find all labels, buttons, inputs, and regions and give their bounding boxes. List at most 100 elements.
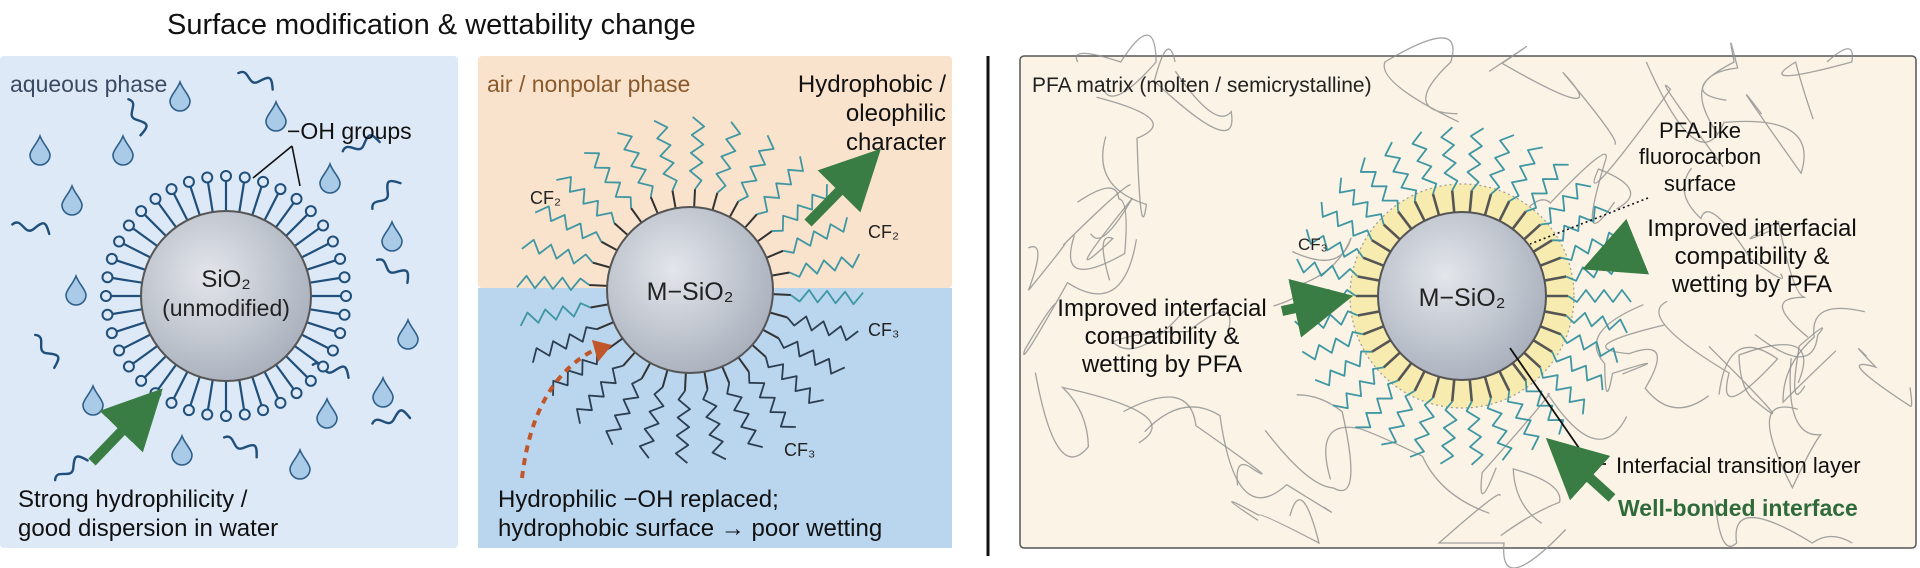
oh-ligand <box>275 202 295 228</box>
oh-ligand <box>285 213 309 237</box>
pfa-chain <box>1069 187 1127 270</box>
anchor-stalk <box>1511 210 1527 230</box>
oh-group-icon <box>149 387 162 400</box>
left-compatibility-line3: wetting by PFA <box>1081 351 1242 378</box>
anchor-stalk <box>1498 370 1511 392</box>
anchor-stalk <box>1523 351 1542 369</box>
anchor-stalk <box>649 196 659 214</box>
oh-group-icon <box>201 171 214 184</box>
anchor-stalk <box>766 249 784 259</box>
right-compatibility-line1: Improved interfacial <box>1647 215 1856 242</box>
oh-group-ligands <box>100 170 352 422</box>
anchor-stalk <box>1357 310 1380 317</box>
oh-ligand <box>157 364 177 390</box>
anchor-stalk <box>1468 379 1474 402</box>
anchor-stalk <box>1539 256 1562 267</box>
anchor-stalk <box>683 372 687 391</box>
oh-group-icon <box>105 327 118 340</box>
fluorocarbon-brush-chain <box>1539 367 1586 415</box>
water-droplet-icon <box>112 133 134 166</box>
oh-ligand <box>263 371 280 399</box>
pfa-chain <box>1023 239 1138 356</box>
cf2-left-label: CF₂ <box>530 188 561 208</box>
fluorocarbon-brush-chain <box>1320 201 1373 241</box>
anchor-stalk <box>1498 200 1511 222</box>
panel2-caption-line1: Hydrophilic −OH replaced; <box>498 486 779 513</box>
oh-group-icon <box>334 327 347 340</box>
fluorocarbon-brush-chain <box>1508 146 1543 202</box>
water-droplet-icon <box>289 447 311 480</box>
cf3-right-label: CF₃ <box>868 320 899 340</box>
oh-ligand <box>294 227 320 247</box>
anchor-stalk <box>1539 325 1562 336</box>
air-phase-label: air / nonpolar phase <box>487 71 690 97</box>
anchor-stalk <box>1357 275 1380 282</box>
water-droplet-icon <box>29 133 51 166</box>
oh-ligand <box>172 371 189 399</box>
water-droplet-icon <box>61 183 83 216</box>
replacement-arrowhead-icon <box>592 340 612 362</box>
anchor-stalk <box>661 369 669 388</box>
pfa-chain <box>1383 37 1459 123</box>
fluorocarbon-chain <box>516 274 590 291</box>
left-compatibility-line2: compatibility & <box>1085 323 1240 350</box>
panel1-caption-line2: good dispersion in water <box>18 515 278 542</box>
hydrophobic-label-line3: character <box>846 129 946 156</box>
water-squiggle <box>53 455 89 482</box>
fluorocarbon-brush-chain <box>1384 141 1418 202</box>
anchor-stalk <box>1362 256 1385 267</box>
fluorocarbon-chain <box>519 302 591 327</box>
oh-group-icon <box>290 387 303 400</box>
fluorocarbon-chain <box>756 156 804 216</box>
anchor-stalk <box>1371 239 1392 253</box>
anchor-stalk <box>1413 370 1426 392</box>
fluorocarbon-brush-chain <box>1439 400 1458 465</box>
oh-ligand <box>189 186 201 216</box>
fluorocarbon-surface-line2: fluorocarbon <box>1639 144 1761 169</box>
water-droplet-icon <box>397 317 419 350</box>
fluorocarbon-leader-line <box>1529 197 1649 245</box>
fluorocarbon-brush-chain <box>1525 163 1569 213</box>
hydrophobic-label-line1: Hydrophobic / <box>798 71 946 98</box>
pfa-chain <box>1781 48 1854 120</box>
fluorocarbon-brush-chain <box>1465 401 1484 466</box>
fluorocarbon-brush-chain <box>1565 311 1628 334</box>
fluorocarbon-chain <box>605 377 643 446</box>
anchor-stalk <box>600 240 618 252</box>
water-squiggle <box>33 333 60 370</box>
fluorocarbon-brush-chain <box>1381 390 1416 446</box>
left-compatibility-line1: Improved interfacial <box>1057 295 1266 322</box>
fluorocarbon-brush-chain <box>1567 289 1632 303</box>
oh-group-icon <box>220 170 232 182</box>
water-squiggle <box>375 258 410 285</box>
pfa-chain <box>1488 45 1617 145</box>
oh-ligand <box>112 308 143 316</box>
m-sio2-particle <box>606 206 774 374</box>
anchor-stalk <box>622 351 636 367</box>
hydrophobic-arrow-icon <box>804 148 882 227</box>
cf2-right-label: CF₂ <box>868 222 899 242</box>
oh-group-icon <box>135 205 148 218</box>
transition-layer-label: Interfacial transition layer <box>1616 453 1861 478</box>
oh-group-icon <box>122 219 135 232</box>
fluorocarbon-chain <box>534 205 603 243</box>
fluorocarbon-brush-chain <box>1305 229 1364 259</box>
oh-ligand <box>123 242 151 259</box>
anchor-stalk <box>671 190 677 209</box>
oh-ligand <box>251 186 263 216</box>
anchor-stalk <box>1450 379 1456 402</box>
fluorocarbon-brush-chain <box>1355 379 1399 429</box>
fluorocarbon-surface-line1: PFA-like <box>1659 118 1741 143</box>
oh-ligand <box>116 259 146 271</box>
water-molecule-squiggles <box>11 70 412 482</box>
oh-ligand <box>238 182 246 213</box>
pfa-chain <box>1605 324 1710 409</box>
anchor-stalk <box>1483 376 1493 399</box>
oh-group-icon <box>113 344 126 357</box>
anchor-stalk <box>703 371 709 390</box>
pfa-chain <box>1437 494 1567 568</box>
anchor-stalk <box>744 213 758 229</box>
fluorocarbon-brush-chain <box>1409 397 1435 458</box>
anchor-stalk <box>1523 223 1542 241</box>
